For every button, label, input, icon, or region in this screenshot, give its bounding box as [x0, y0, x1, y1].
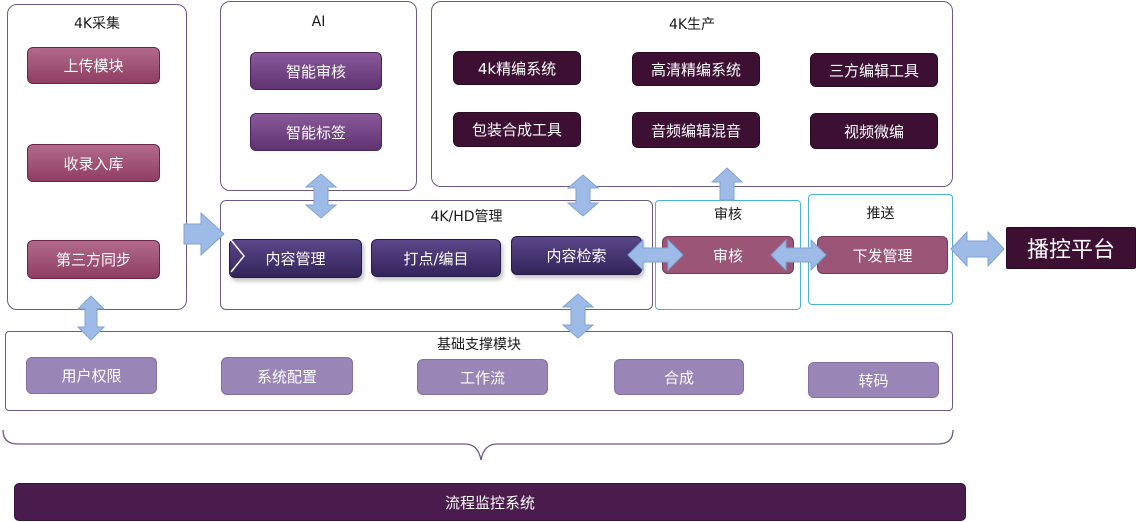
- review-dispatch-arrow: [770, 238, 827, 272]
- content-management-button[interactable]: 内容管理: [229, 239, 362, 278]
- foundation-title: 基础支撑模块: [437, 337, 521, 353]
- video-microedit-button[interactable]: 视频微编: [810, 113, 938, 149]
- review-title: 审核: [714, 207, 742, 223]
- transcode-button[interactable]: 转码: [808, 362, 939, 398]
- bottom-brace: [2, 429, 954, 461]
- production-panel: 4K生产: [431, 1, 953, 187]
- management-title: 4K/HD管理: [430, 209, 503, 225]
- workflow-button[interactable]: 工作流: [417, 359, 548, 395]
- smart-review-button[interactable]: 智能审核: [250, 52, 382, 90]
- third-party-edit-button[interactable]: 三方编辑工具: [810, 53, 938, 87]
- management-foundation-arrow: [561, 293, 595, 339]
- broadcast-platform-box[interactable]: 播控平台: [1006, 227, 1136, 269]
- ai-panel: AI: [220, 1, 417, 191]
- user-permission-button[interactable]: 用户权限: [26, 357, 157, 394]
- marking-cataloging-button[interactable]: 打点/编目: [371, 239, 501, 277]
- dispatch-button[interactable]: 下发管理: [817, 236, 948, 274]
- production-title: 4K生产: [668, 17, 716, 33]
- review-production-arrow: [710, 167, 744, 201]
- packaging-button[interactable]: 包装合成工具: [453, 112, 581, 147]
- upload-module-button[interactable]: 上传模块: [27, 47, 160, 84]
- 4k-editing-button[interactable]: 4k精编系统: [453, 51, 581, 85]
- push-title: 推送: [866, 206, 895, 222]
- capture-management-arrow: [183, 211, 225, 257]
- compose-button[interactable]: 合成: [614, 359, 744, 395]
- audio-mix-button[interactable]: 音频编辑混音: [632, 112, 760, 148]
- ingest-button[interactable]: 收录入库: [27, 144, 160, 182]
- process-monitor-bar[interactable]: 流程监控系统: [14, 483, 966, 521]
- smart-tag-button[interactable]: 智能标签: [250, 113, 382, 151]
- production-management-arrow: [566, 174, 600, 217]
- search-review-arrow: [627, 238, 684, 272]
- dispatch-broadcast-arrow: [950, 230, 1005, 268]
- system-config-button[interactable]: 系统配置: [221, 357, 353, 395]
- capture-title: 4K采集: [73, 16, 121, 32]
- third-party-sync-button[interactable]: 第三方同步: [27, 240, 160, 279]
- chevron-right-icon: [230, 239, 245, 273]
- hd-editing-button[interactable]: 高清精编系统: [632, 52, 760, 86]
- capture-foundation-arrow: [76, 295, 106, 341]
- ai-management-arrow: [304, 173, 338, 219]
- ai-title: AI: [311, 14, 326, 30]
